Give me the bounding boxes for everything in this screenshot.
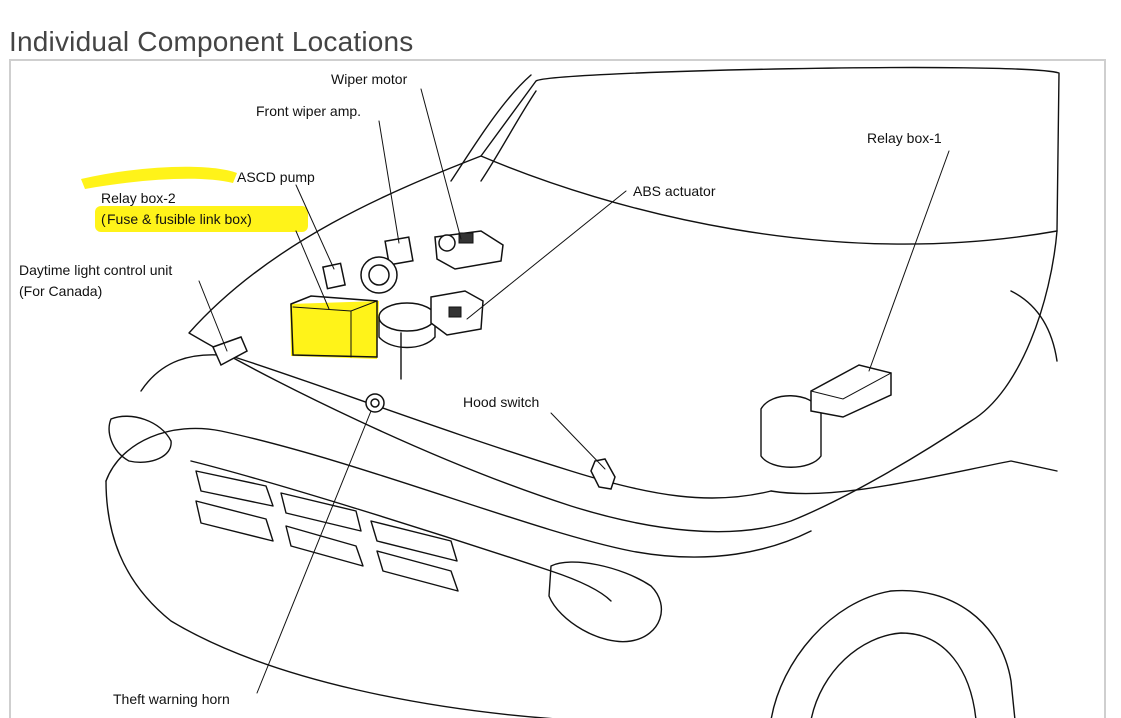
label-daytime-light-sub: (For Canada)	[19, 283, 102, 299]
label-hood-switch: Hood switch	[463, 394, 539, 410]
label-wiper-motor: Wiper motor	[331, 71, 408, 87]
wheel-tire	[810, 632, 977, 718]
grille-outer	[190, 460, 612, 602]
label-front-wiper-amp: Front wiper amp.	[256, 103, 361, 119]
leader-front-wiper-amp	[378, 120, 400, 244]
daytime-light-unit-part	[211, 336, 248, 367]
leader-theft-horn	[256, 410, 372, 694]
abs-actuator-part	[430, 290, 484, 336]
label-ascd-pump: ASCD pump	[237, 169, 315, 185]
daytime-light-unit-shape	[211, 336, 248, 367]
hood-switch-part	[590, 458, 616, 490]
windshield-line-left	[450, 74, 532, 182]
label-abs-actuator: ABS actuator	[633, 183, 716, 199]
leader-hood-switch	[550, 412, 606, 470]
abs-actuator-connector	[448, 306, 462, 318]
hood-switch-shape	[590, 458, 616, 490]
grille-slot-5	[285, 525, 364, 567]
label-relay-box-1: Relay box-1	[867, 130, 942, 146]
ascd-pump-shape	[322, 262, 346, 290]
hood-front-edge	[140, 354, 772, 499]
headlight-right	[548, 561, 662, 643]
diagram-frame: Wiper motor Front wiper amp. Relay box-1…	[9, 59, 1106, 718]
highlight-stroke-top	[81, 166, 237, 189]
highlight-relay-box	[290, 301, 379, 359]
highlight-label-box	[95, 206, 308, 232]
relay-box-1-part	[810, 364, 892, 418]
grille-slot-6	[376, 550, 459, 592]
ascd-pump-part	[322, 262, 346, 290]
leader-lines	[198, 88, 950, 694]
vehicle-diagram: Wiper motor Front wiper amp. Relay box-1…	[19, 66, 1060, 718]
front-bumper-bottom	[105, 480, 553, 718]
grille-slot-3	[370, 520, 458, 562]
fender-right	[770, 460, 1058, 495]
wheel-arch	[770, 589, 1016, 718]
vehicle-outline	[105, 66, 1060, 718]
label-relay-box-2: Relay box-2	[101, 190, 176, 206]
front-wiper-amp-part	[384, 236, 414, 266]
wiper-motor-part	[434, 230, 504, 270]
relay-box-1-shape	[810, 364, 892, 418]
leader-relay-box-1	[868, 150, 950, 372]
relay-box-1-edge	[810, 372, 892, 400]
wiper-motor-connector	[458, 232, 474, 244]
fender-side	[1010, 290, 1058, 362]
page-title: Individual Component Locations	[9, 26, 414, 57]
windshield-line-right	[480, 90, 537, 182]
brake-booster-inner	[368, 264, 390, 286]
grille-slot-1	[195, 470, 274, 507]
label-daytime-light: Daytime light control unit	[19, 262, 172, 278]
hood-rear-edge	[480, 155, 1058, 245]
grille-slot-2	[280, 492, 362, 532]
label-relay-box-2-paren: (	[101, 211, 106, 227]
relay-box-2-shape	[290, 295, 378, 358]
wiper-motor-gear	[438, 234, 456, 252]
brake-booster-part	[360, 256, 398, 294]
components	[211, 230, 892, 490]
leader-daytime-light	[198, 280, 228, 352]
labels: Wiper motor Front wiper amp. Relay box-1…	[19, 71, 942, 707]
highlight-marks	[81, 166, 379, 359]
leader-abs-actuator	[466, 190, 627, 320]
headlight-left	[108, 415, 172, 463]
leader-relay-box-2	[295, 230, 330, 310]
theft-horn-inner	[370, 398, 380, 408]
leader-wiper-motor	[420, 88, 462, 240]
washer-tank	[760, 395, 822, 468]
reservoir-body	[378, 316, 436, 349]
front-wiper-amp-shape	[384, 236, 414, 266]
leader-ascd-pump	[295, 184, 335, 270]
grille-slot-4	[195, 500, 274, 542]
label-theft-warning-horn: Theft warning horn	[113, 691, 230, 707]
theft-horn-part	[365, 393, 385, 413]
relay-box-2-part	[290, 295, 378, 358]
label-relay-box-2-sub: Fuse & fusible link box)	[107, 211, 252, 227]
master-cylinder-part	[378, 302, 436, 349]
reservoir-top	[378, 302, 436, 332]
